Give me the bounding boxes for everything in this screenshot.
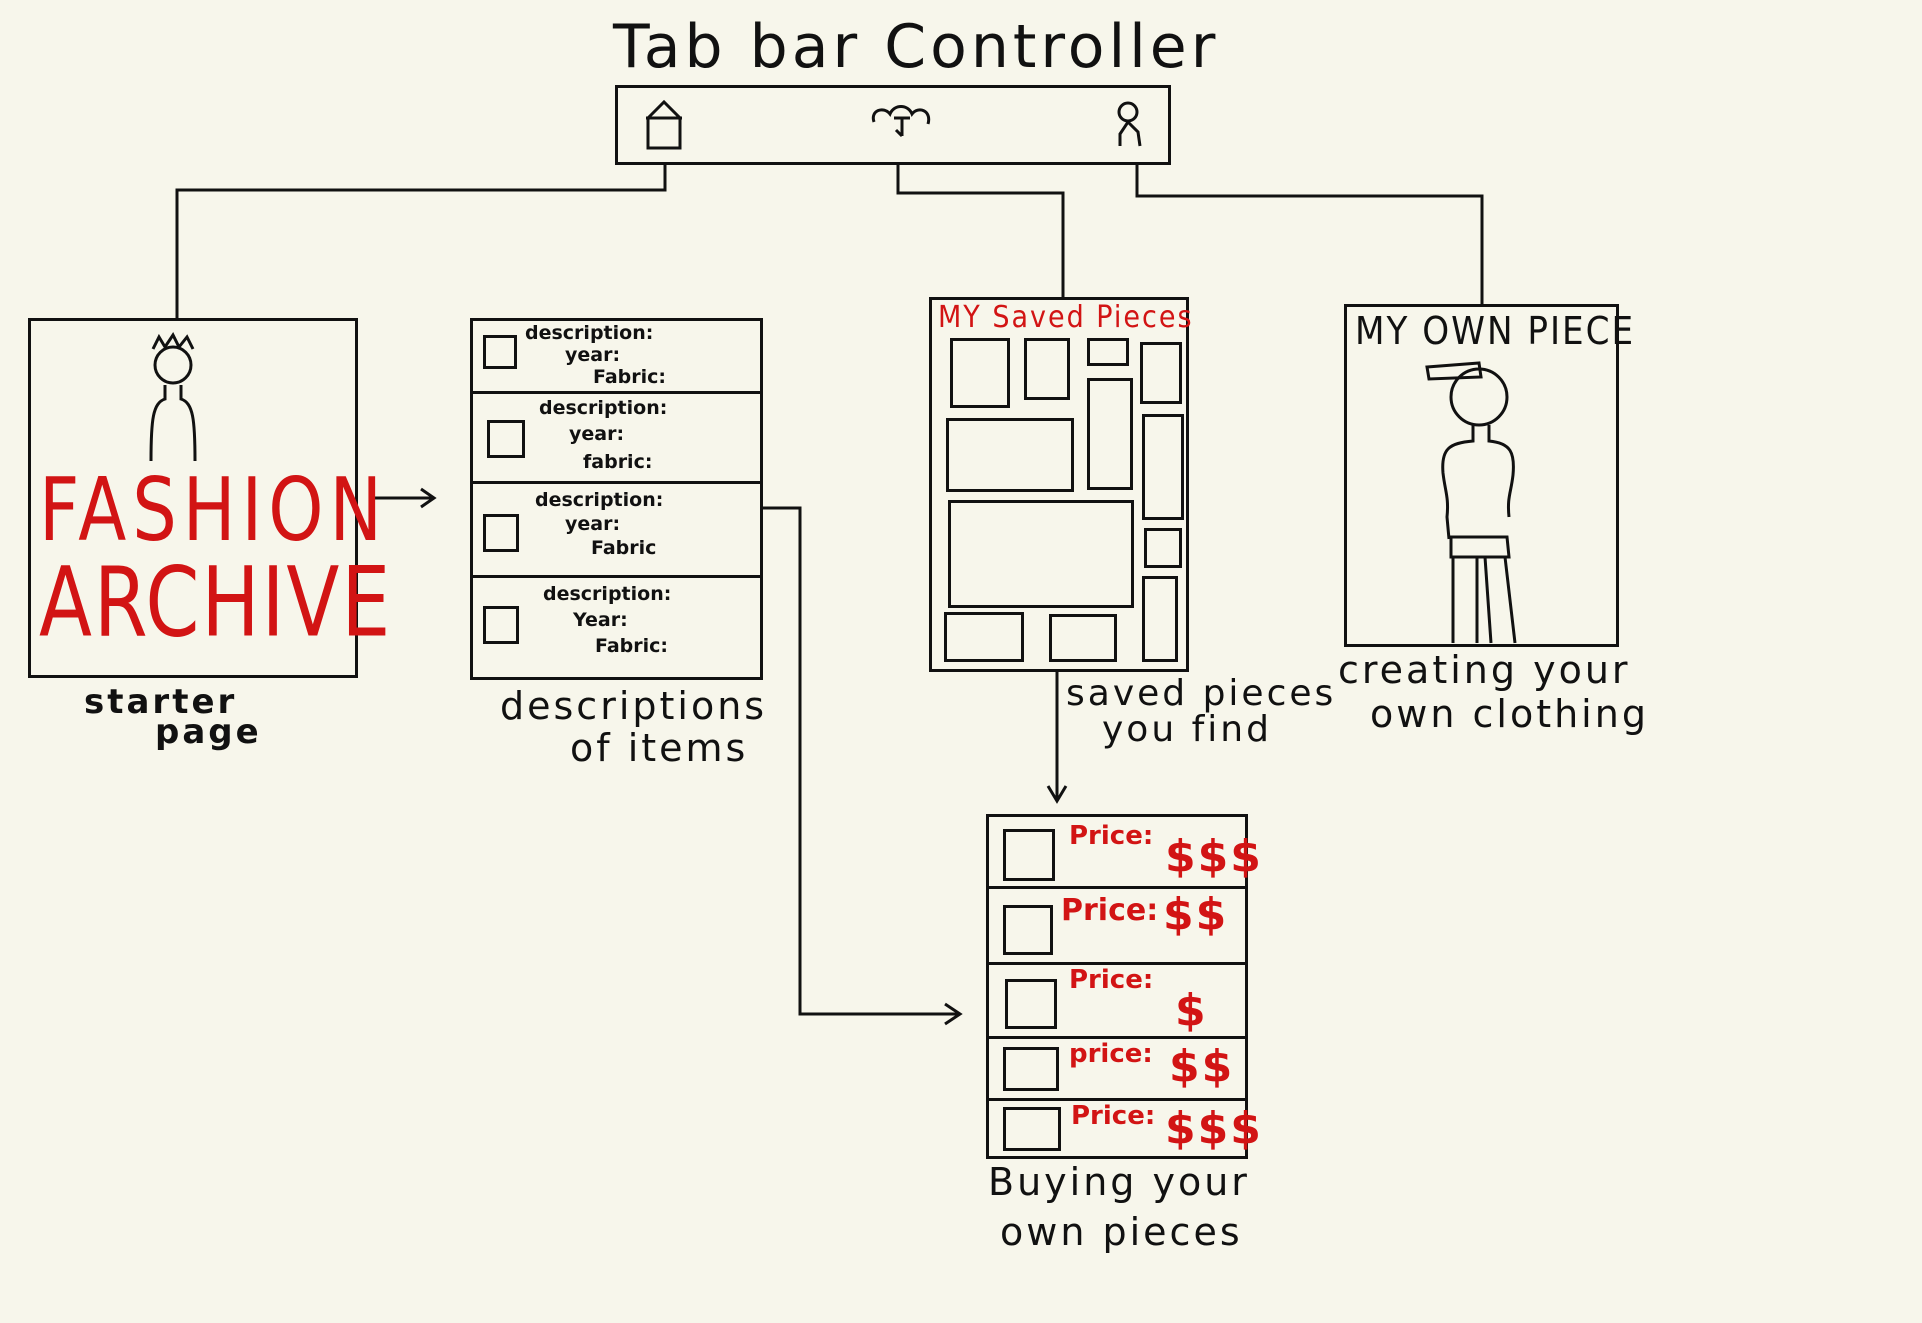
item-fabric-label: fabric:	[583, 451, 653, 473]
list-item[interactable]: description: year: Fabric	[473, 484, 760, 578]
saved-tile[interactable]	[1087, 338, 1129, 366]
item-thumbnail	[1003, 829, 1055, 881]
house-icon[interactable]	[642, 98, 686, 154]
item-year-label: year:	[565, 344, 621, 366]
buying-caption-line1: Buying your	[988, 1160, 1250, 1204]
item-thumbnail	[483, 606, 519, 644]
price-value: $$	[1163, 889, 1229, 940]
item-fabric-label: Fabric:	[593, 366, 667, 388]
starter-page-screen: FASHION ARCHIVE	[28, 318, 393, 678]
saved-tile[interactable]	[1049, 614, 1117, 662]
item-year-label: year:	[565, 513, 621, 535]
item-thumbnail	[487, 420, 525, 458]
saved-tile[interactable]	[944, 612, 1024, 662]
buying-pieces-screen: Price: $$$ Price: $$ Price: $ price: $$ …	[986, 814, 1261, 1159]
diagram-title: Tab bar Controller	[613, 12, 1220, 82]
item-thumbnail	[1003, 905, 1053, 955]
saved-pieces-screen: MY Saved Pieces	[929, 297, 1192, 672]
item-thumbnail	[1003, 1107, 1061, 1151]
price-label: Price:	[1069, 821, 1154, 851]
item-thumbnail	[1005, 979, 1057, 1029]
saved-tile[interactable]	[1144, 528, 1182, 568]
own-piece-screen: MY OWN PIECE	[1344, 304, 1633, 647]
price-list-item[interactable]: Price: $$	[989, 889, 1245, 965]
price-label: Price:	[1069, 965, 1154, 995]
brand-line-1: FASHION	[39, 460, 388, 562]
list-item[interactable]: description: year: fabric:	[473, 394, 760, 484]
item-thumbnail	[483, 514, 519, 552]
descriptions-caption-line2: of items	[570, 726, 749, 770]
item-description-label: description:	[539, 397, 668, 419]
mannequin-figure-icon	[1425, 361, 1517, 644]
own-piece-caption-line1: creating your	[1338, 648, 1631, 692]
tab-bar[interactable]	[615, 85, 1171, 165]
own-piece-heading: MY OWN PIECE	[1355, 309, 1636, 353]
saved-tile[interactable]	[948, 500, 1134, 608]
saved-tile[interactable]	[950, 338, 1010, 408]
saved-tile[interactable]	[1024, 338, 1070, 400]
starter-caption-line2: page	[155, 712, 262, 752]
buying-caption-line2: own pieces	[1000, 1210, 1243, 1254]
list-item[interactable]: description: year: Fabric:	[473, 321, 760, 394]
item-description-label: description:	[525, 322, 654, 344]
price-value: $	[1175, 985, 1208, 1036]
saved-tile[interactable]	[1140, 342, 1182, 404]
saved-tile[interactable]	[946, 418, 1074, 492]
price-value: $$$	[1165, 1103, 1263, 1154]
model-figure-icon	[149, 332, 197, 462]
item-fabric-label: Fabric	[591, 537, 657, 559]
price-list-item[interactable]: price: $$	[989, 1039, 1245, 1101]
connector-home-to-starter	[175, 163, 667, 318]
hanger-icon[interactable]	[866, 100, 936, 150]
saved-tile[interactable]	[1087, 378, 1133, 490]
price-value: $$$	[1165, 831, 1263, 882]
own-piece-caption-line2: own clothing	[1370, 692, 1649, 736]
item-year-label: year:	[569, 423, 625, 445]
item-thumbnail	[483, 335, 517, 369]
brand-line-2: ARCHIVE	[39, 547, 393, 659]
price-list-item[interactable]: Price: $$$	[989, 817, 1261, 889]
item-description-label: description:	[535, 489, 664, 511]
price-list-item[interactable]: Price: $	[989, 965, 1245, 1039]
price-label: Price:	[1071, 1101, 1156, 1131]
descriptions-caption-line1: descriptions	[500, 684, 768, 728]
price-label: price:	[1069, 1039, 1153, 1069]
price-list-item[interactable]: Price: $$$	[989, 1101, 1261, 1159]
price-label: Price:	[1061, 893, 1159, 928]
item-thumbnail	[1003, 1047, 1059, 1091]
item-year-label: Year:	[573, 609, 628, 631]
connector-person-to-own	[1135, 163, 1484, 304]
saved-caption-line2: you find	[1102, 709, 1272, 750]
price-value: $$	[1169, 1041, 1235, 1092]
saved-tile[interactable]	[1142, 576, 1178, 662]
descriptions-screen: description: year: Fabric: description: …	[470, 318, 763, 680]
saved-heading: MY Saved Pieces	[938, 300, 1194, 335]
item-description-label: description:	[543, 583, 672, 605]
saved-tile[interactable]	[1142, 414, 1184, 520]
starter-caption-line1: starter	[84, 682, 238, 722]
arrow-descriptions-to-buying	[763, 506, 958, 1016]
person-icon[interactable]	[1110, 100, 1150, 156]
saved-caption-line1: saved pieces	[1066, 673, 1337, 714]
connector-hanger-to-saved	[896, 163, 1065, 297]
list-item[interactable]: description: Year: Fabric:	[473, 578, 760, 680]
item-fabric-label: Fabric:	[595, 635, 669, 657]
